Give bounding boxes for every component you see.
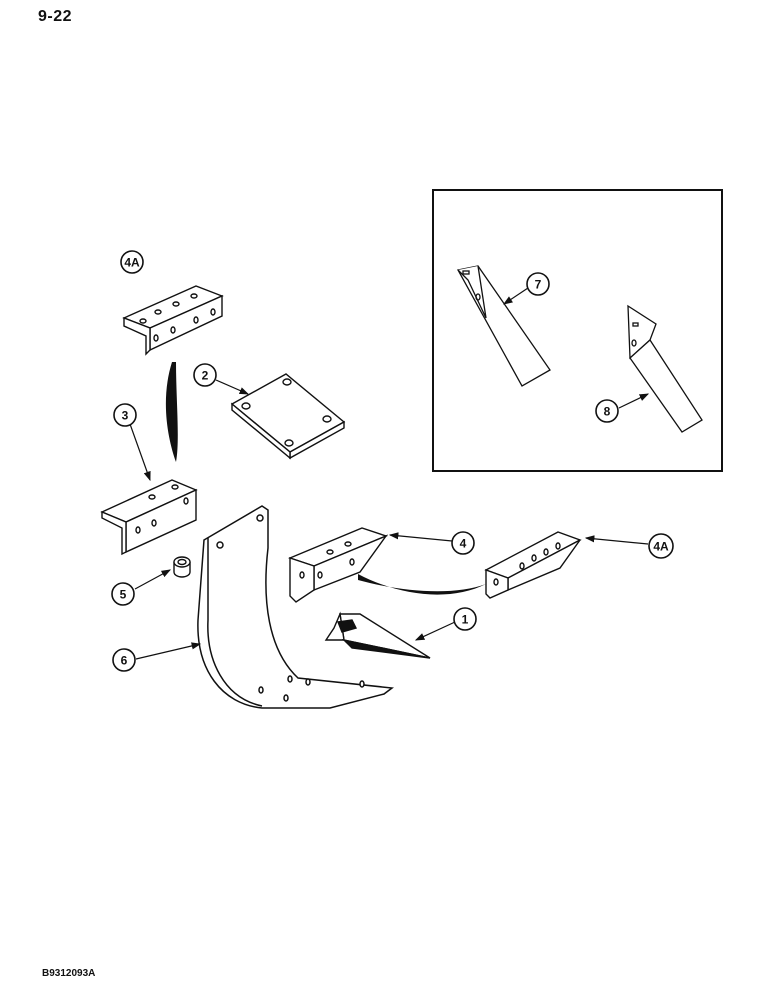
leader-2 [215, 379, 250, 395]
svg-text:4: 4 [460, 537, 467, 551]
part-2-plate [230, 373, 346, 460]
part-4a-right-bracket [484, 531, 582, 599]
svg-text:2: 2 [202, 369, 209, 383]
callout-4a-top: 4A [120, 250, 144, 274]
page-number: 9-22 [38, 8, 73, 25]
part-8-strip [627, 304, 703, 433]
leader-1 [414, 621, 456, 641]
svg-text:7: 7 [535, 278, 542, 292]
inset-frame [432, 189, 723, 472]
callout-1: 1 [453, 607, 477, 631]
callout-8: 8 [595, 399, 619, 423]
part-1-point [324, 611, 431, 659]
svg-text:8: 8 [604, 405, 611, 419]
leader-4a-right [584, 535, 649, 545]
part-4a-top-bracket [122, 285, 224, 356]
leader-6 [135, 642, 202, 660]
callout-2: 2 [193, 363, 217, 387]
svg-text:3: 3 [122, 409, 129, 423]
figure-code: B9312093A [42, 968, 96, 979]
callout-7: 7 [526, 272, 550, 296]
leader-5 [134, 569, 172, 590]
part-5-bushing [173, 556, 191, 578]
svg-text:6: 6 [121, 654, 128, 668]
svg-text:1: 1 [462, 613, 469, 627]
callout-3: 3 [113, 403, 137, 427]
leader-7 [503, 287, 529, 305]
leader-4 [388, 532, 453, 542]
assembly-sweep-left [165, 362, 178, 462]
part-4-bracket [288, 527, 389, 603]
svg-text:5: 5 [120, 588, 127, 602]
leader-8 [618, 393, 650, 409]
svg-text:4A: 4A [124, 256, 140, 270]
assembly-sweep-right [358, 574, 486, 595]
part-7-strip [457, 265, 551, 387]
part-3-bracket [100, 479, 198, 556]
callout-4: 4 [451, 531, 475, 555]
callout-5: 5 [111, 582, 135, 606]
svg-text:4A: 4A [653, 540, 669, 554]
leader-3 [129, 423, 151, 482]
part-6-shank [197, 505, 394, 709]
callout-4a-right: 4A [648, 533, 674, 559]
callout-6: 6 [112, 648, 136, 672]
